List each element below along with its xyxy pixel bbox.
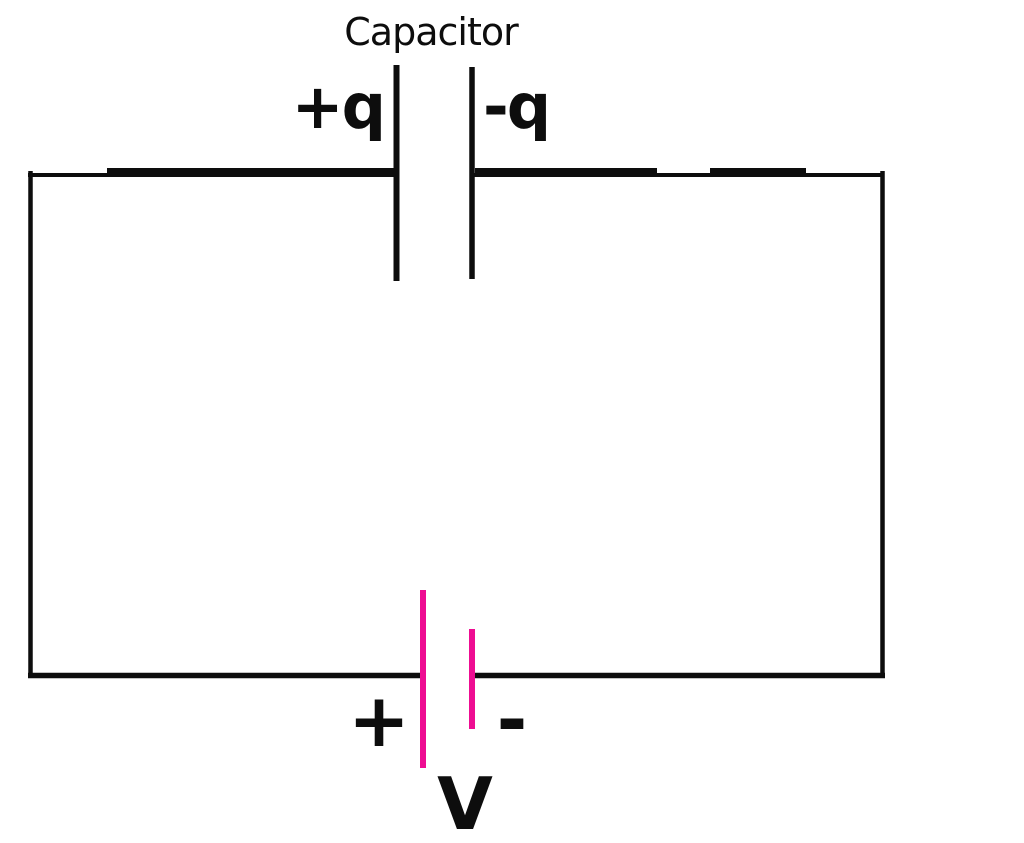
capacitor-title-label: Capacitor	[344, 10, 519, 54]
positive-charge-label: +q	[292, 70, 384, 143]
battery-negative-label: -	[497, 677, 528, 763]
battery-positive-label: +	[348, 678, 410, 764]
negative-charge-label: -q	[483, 70, 549, 143]
voltage-label: V	[437, 762, 493, 843]
